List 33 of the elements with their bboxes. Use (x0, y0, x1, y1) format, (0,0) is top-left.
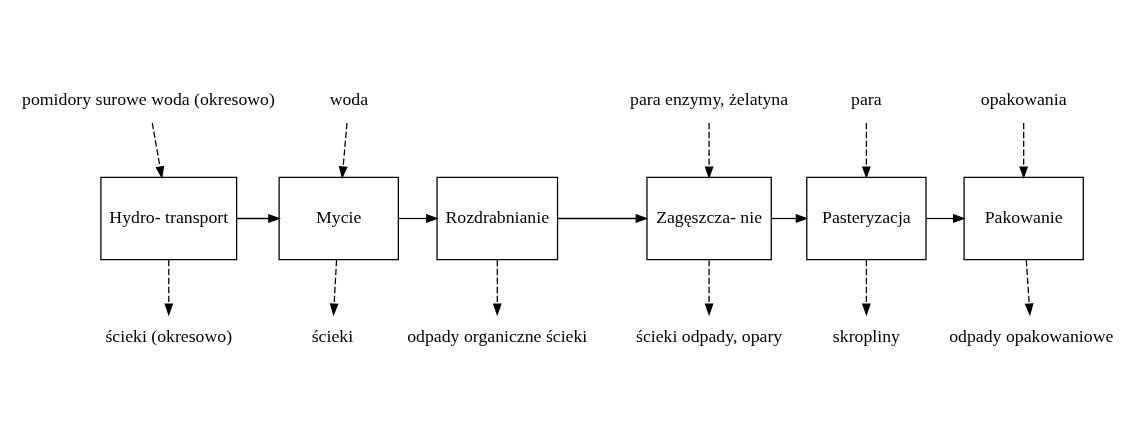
node-box: Pasteryzacja (806, 176, 927, 260)
arrow (557, 213, 649, 223)
node-box: Zagęszcza- nie (646, 176, 772, 260)
arrow (771, 213, 809, 223)
arrow (861, 258, 871, 316)
arrow (164, 258, 174, 316)
arrow (925, 213, 966, 223)
node-text: woda (329, 88, 369, 109)
node-text: para (851, 88, 882, 109)
arrow (492, 258, 502, 316)
node-text: odpady opakowaniowe (949, 325, 1114, 346)
node-text: ścieki (okresowo) (105, 325, 233, 346)
arrow (704, 121, 714, 179)
arrow (398, 213, 439, 223)
arrow (236, 213, 281, 223)
node-text: pomidory surowe woda (okresowo) (22, 88, 275, 109)
arrow (338, 121, 348, 179)
node-box: Rozdrabnianie (436, 176, 559, 260)
node-text: skropliny (832, 325, 900, 346)
arrow (861, 121, 871, 179)
arrow (329, 258, 339, 316)
node-box: Mycie (278, 176, 399, 260)
arrow (1024, 258, 1034, 316)
arrow (704, 258, 714, 316)
node-box: Pakowanie (963, 176, 1084, 260)
node-text: opakowania (980, 88, 1067, 109)
node-text: para enzymy, żelatyna (630, 88, 789, 109)
node-text: ścieki odpady, opary (635, 325, 783, 346)
node-text: odpady organiczne ścieki (407, 325, 588, 346)
node-text: ścieki (311, 325, 354, 346)
arrow (151, 121, 165, 179)
arrow (1019, 121, 1029, 179)
node-box: Hydro- transport (100, 176, 238, 260)
